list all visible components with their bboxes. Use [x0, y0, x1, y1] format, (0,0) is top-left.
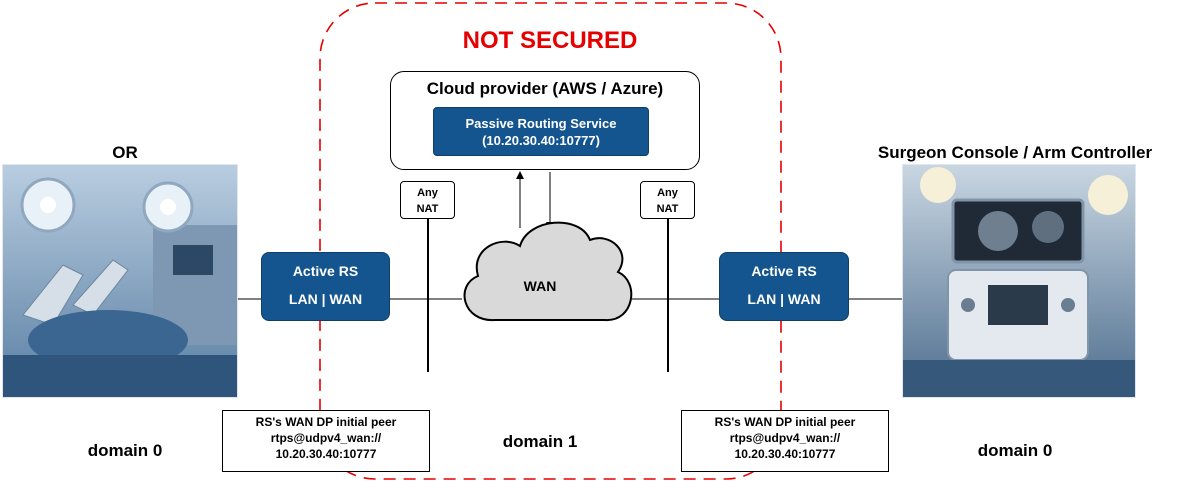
right-peer-line2: rtps@udpv4_wan://: [729, 431, 841, 445]
surgeon-console-photo: [902, 164, 1136, 398]
left-peer-line1: RS's WAN DP initial peer: [255, 415, 397, 429]
left-nat-line1: Any: [417, 187, 438, 199]
passive-routing-service-box: Passive Routing Service (10.20.30.40:107…: [433, 107, 649, 156]
right-initial-peer-box: RS's WAN DP initial peer rtps@udpv4_wan:…: [681, 410, 889, 472]
left-nat-line2: NAT: [416, 203, 439, 215]
right-domain-label: domain 0: [977, 441, 1053, 460]
right-nat-box: Any NAT: [640, 181, 695, 219]
right-peer-line3: 10.20.30.40:10777: [734, 447, 836, 461]
left-active-rs-subtitle: LAN | WAN: [288, 291, 363, 307]
passive-routing-service-name: Passive Routing Service: [465, 116, 617, 131]
left-peer-line3: 10.20.30.40:10777: [275, 447, 377, 461]
right-active-rs-box: Active RS LAN | WAN: [719, 252, 849, 321]
left-site-title: OR: [112, 143, 138, 162]
operating-room-photo: [2, 164, 238, 398]
right-nat-line1: Any: [657, 187, 678, 199]
left-active-rs-box: Active RS LAN | WAN: [261, 252, 390, 321]
left-initial-peer-box: RS's WAN DP initial peer rtps@udpv4_wan:…: [222, 410, 430, 472]
cloud-provider-title: Cloud provider (AWS / Azure): [426, 79, 664, 98]
left-domain-label: domain 0: [87, 441, 163, 460]
middle-domain-label: domain 1: [502, 432, 578, 451]
right-nat-line2: NAT: [656, 203, 679, 215]
left-nat-box: Any NAT: [400, 181, 455, 219]
wan-label: WAN: [523, 278, 557, 294]
not-secured-boundary: [319, 2, 782, 480]
right-active-rs-title: Active RS: [751, 263, 817, 279]
right-active-rs-subtitle: LAN | WAN: [747, 291, 821, 307]
not-secured-label: NOT SECURED: [462, 27, 638, 54]
right-site-title: Surgeon Console / Arm Controller: [877, 143, 1153, 162]
right-peer-line1: RS's WAN DP initial peer: [714, 415, 856, 429]
wan-cloud-shape: [463, 221, 633, 322]
left-active-rs-title: Active RS: [292, 263, 359, 279]
passive-routing-service-address: (10.20.30.40:10777): [482, 133, 600, 148]
left-peer-line2: rtps@udpv4_wan://: [270, 431, 382, 445]
